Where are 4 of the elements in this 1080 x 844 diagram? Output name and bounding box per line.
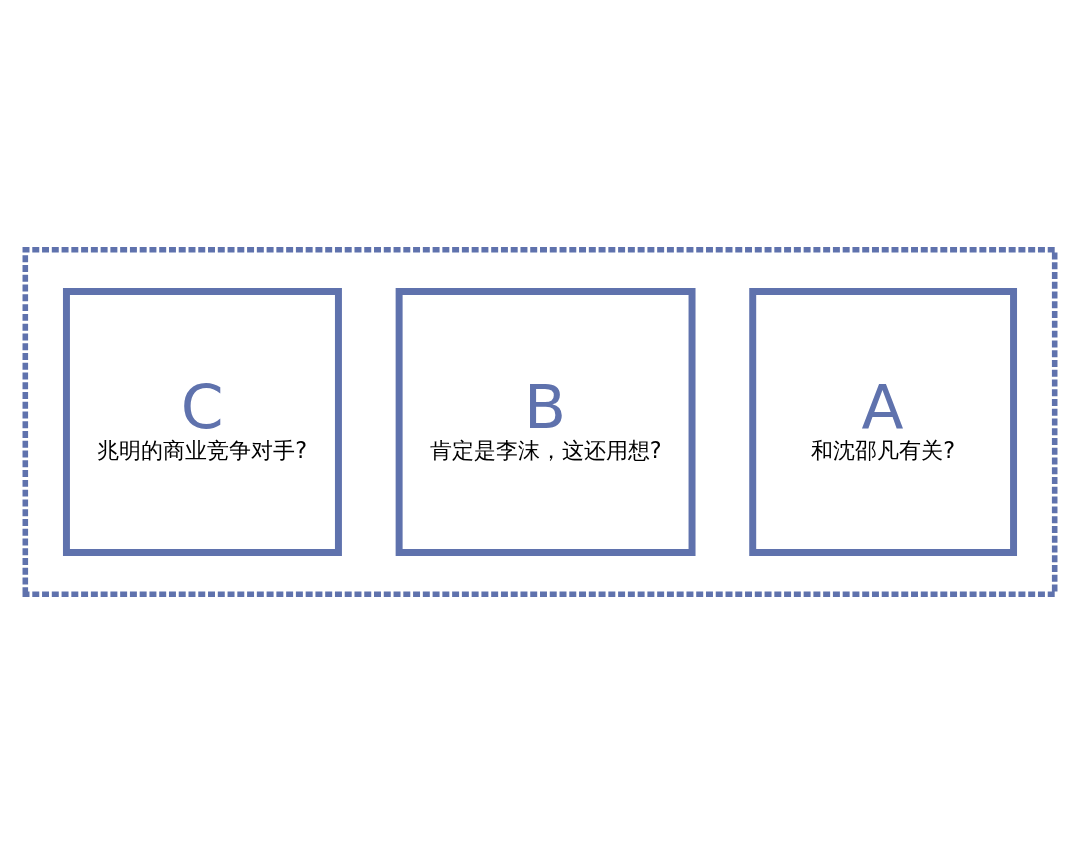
node-box: B 肯定是李沫，这还用想? — [395, 288, 696, 556]
cluster — [22, 246, 1058, 598]
node-box: C 兆明的商业竞争对手? — [62, 288, 342, 556]
node-box: A 和沈邵凡有关? — [749, 288, 1018, 556]
